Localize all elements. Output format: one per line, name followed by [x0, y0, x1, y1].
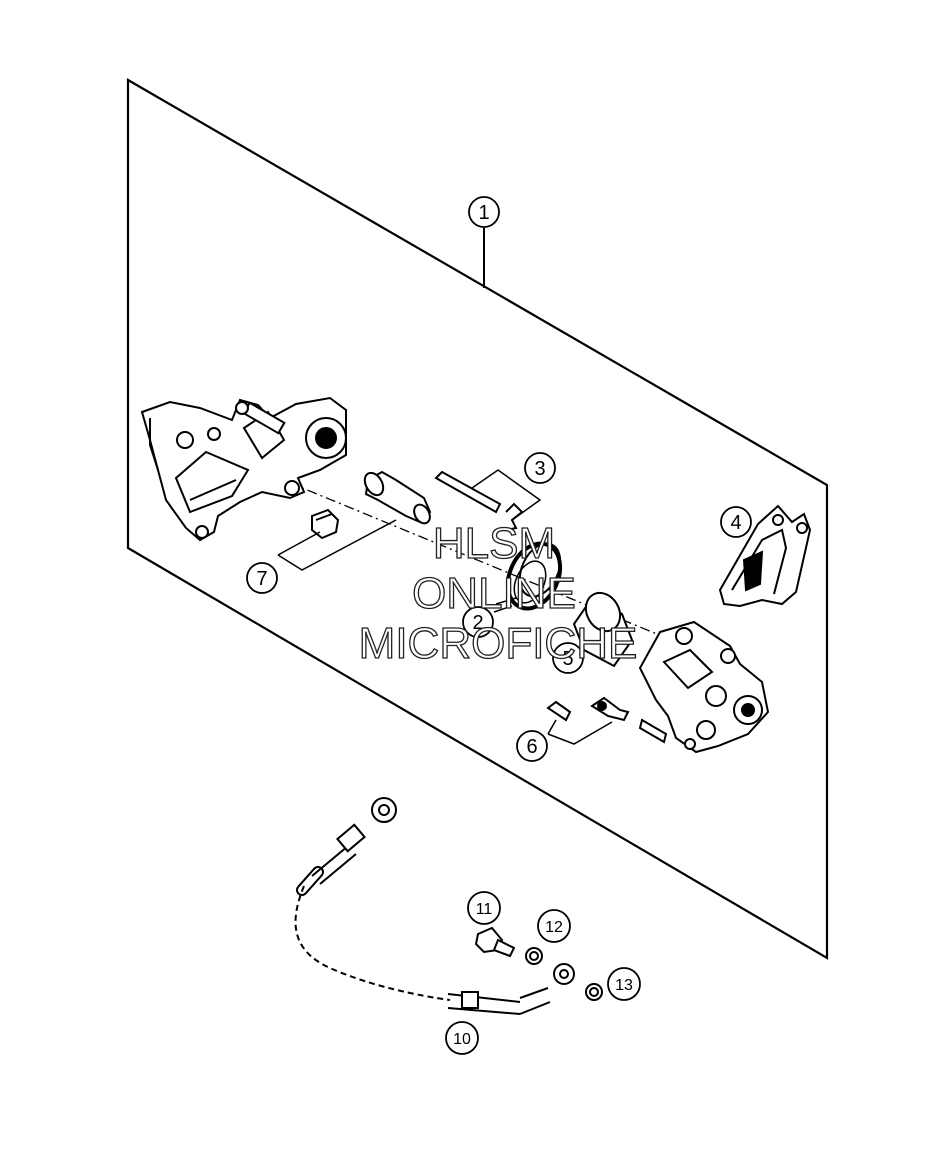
- callout-7: 7: [246, 562, 278, 594]
- center-axis: [214, 451, 721, 661]
- part-4-brake-pad: [718, 504, 812, 608]
- callout-6: 6: [516, 730, 548, 762]
- leader-3: [471, 469, 542, 521]
- svg-text:12: 12: [545, 919, 563, 936]
- watermark-line-2: ONLINE: [412, 569, 576, 618]
- svg-text:5: 5: [562, 648, 573, 670]
- svg-text:2: 2: [472, 612, 483, 634]
- callout-13: 13: [607, 967, 641, 1001]
- svg-text:11: 11: [476, 901, 493, 918]
- part-11-banjo-bolt: [474, 926, 516, 958]
- watermark-line-3: MICROFICHE: [359, 619, 638, 668]
- svg-text:13: 13: [615, 977, 633, 994]
- watermark: HLSM ONLINE MICROFICHE: [358, 518, 638, 668]
- caliper-bracket: [140, 396, 347, 542]
- svg-text:1: 1: [478, 202, 489, 224]
- part-5-piston: [572, 591, 634, 668]
- leader-6: [547, 719, 613, 745]
- part-10-brake-hose: [294, 797, 575, 1015]
- callout-10: 10: [445, 1021, 479, 1055]
- callout-3: 3: [524, 452, 556, 484]
- svg-text:3: 3: [534, 458, 545, 480]
- part-6-bleeder: [546, 696, 630, 722]
- callout-5: 5: [552, 642, 584, 674]
- leader-7: [277, 519, 397, 571]
- caliper-body: [638, 620, 770, 754]
- callout-1: 1: [468, 196, 500, 228]
- part-7-slide-pin: [311, 470, 432, 540]
- assembly-panel: [126, 78, 829, 960]
- watermark-line-1: HLSM: [433, 519, 555, 568]
- leader-2: [493, 597, 517, 613]
- callout-12: 12: [537, 909, 571, 943]
- callout-4: 4: [720, 506, 752, 538]
- part-13-washer: [585, 983, 603, 1001]
- callout-2: 2: [462, 606, 494, 638]
- part-12-washer: [525, 947, 543, 965]
- part-2-seal-ring: [505, 541, 563, 611]
- svg-text:7: 7: [256, 568, 267, 590]
- svg-text:4: 4: [730, 512, 741, 534]
- svg-text:10: 10: [453, 1031, 471, 1048]
- callout-11: 11: [467, 891, 501, 925]
- svg-text:6: 6: [526, 736, 537, 758]
